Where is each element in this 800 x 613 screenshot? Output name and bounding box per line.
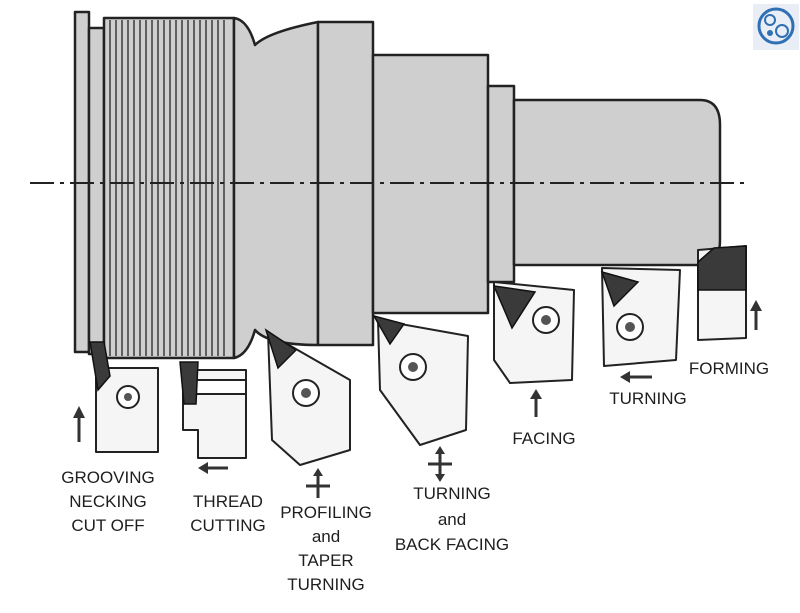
- thread-lines: [109, 20, 225, 356]
- label-thread-1: THREAD: [193, 492, 263, 511]
- threaded-section: [102, 16, 236, 360]
- label-turning: TURNING: [609, 389, 686, 408]
- label-grooving-3: CUT OFF: [71, 516, 144, 535]
- label-profiling-3: TAPER: [298, 551, 353, 570]
- workpiece: [30, 10, 748, 360]
- label-turning-back-3: BACK FACING: [395, 535, 509, 554]
- label-grooving-2: NECKING: [69, 492, 146, 511]
- profiling-tool: [264, 328, 351, 498]
- brain-gear-logo-icon: [753, 4, 799, 50]
- label-thread-2: CUTTING: [190, 516, 266, 535]
- label-turning-back-2: and: [438, 510, 466, 529]
- turning-tool: [600, 267, 681, 383]
- label-forming: FORMING: [689, 359, 769, 378]
- chuck-collar: [87, 26, 106, 356]
- label-grooving-1: GROOVING: [61, 468, 155, 487]
- thread-cutting-tool: [179, 361, 247, 474]
- label-facing: FACING: [512, 429, 575, 448]
- facing-tool: [492, 281, 575, 417]
- label-turning-back-1: TURNING: [413, 484, 490, 503]
- label-profiling-4: TURNING: [287, 575, 364, 594]
- forming-tool: [697, 245, 762, 341]
- turning-backfacing-tool: [372, 314, 469, 482]
- label-profiling-2: and: [312, 527, 340, 546]
- grooving-tool: [73, 341, 159, 453]
- profile-section: [232, 16, 320, 360]
- label-profiling-1: PROFILING: [280, 503, 372, 522]
